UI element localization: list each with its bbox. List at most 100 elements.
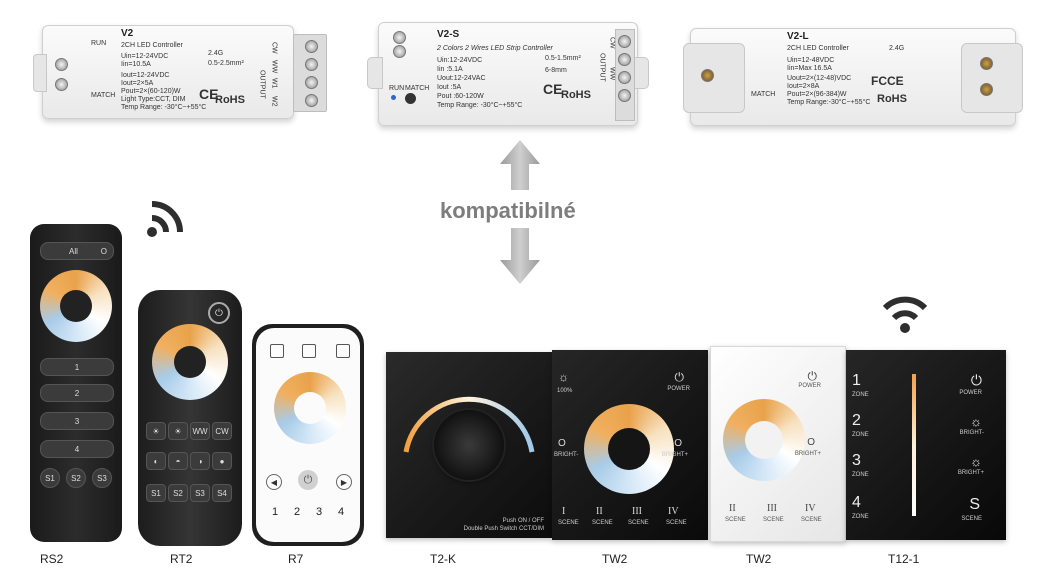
wheel-center [174, 346, 206, 378]
output-label: OUTPUT [598, 53, 606, 82]
screw-icon [55, 78, 68, 91]
color-wheel [274, 372, 346, 444]
double-arrow-icon [500, 140, 540, 284]
screw-icon [618, 35, 631, 48]
power-icon: ⏻ [208, 302, 230, 324]
mounting-ear [961, 43, 1023, 113]
save-icon [302, 344, 316, 358]
zone-number: 4 [852, 494, 861, 511]
screw-icon [305, 76, 318, 89]
footer-text: Push ON / OFF [502, 518, 544, 524]
color-wheel [152, 324, 228, 400]
brightness-icon: ☼ [970, 454, 982, 469]
scene-button-3: S3 [92, 468, 112, 488]
spec-line: Iout :5A [437, 84, 462, 91]
preset-button: ◑ [190, 452, 210, 470]
preset-button: ◓ [168, 452, 188, 470]
panel-tw2-white: ⏻ POWER O BRIGHT+ II III IV SCENE SCENE … [710, 346, 846, 542]
output-label: OUTPUT [258, 70, 266, 99]
screw-icon [980, 57, 993, 70]
brightness-icon: ☀ [174, 426, 182, 436]
zone-label: ZONE [852, 514, 869, 520]
zone-button-4: 4 [40, 440, 114, 458]
scene-label: S1 [151, 488, 161, 498]
scene-button-4: S4 [212, 484, 232, 502]
wheel-center [294, 392, 326, 424]
wifi-icon [147, 201, 183, 237]
rohs-mark: RoHS [215, 94, 245, 106]
brightness-icon: ☀ [152, 426, 160, 436]
zone-button-3: 3 [40, 412, 114, 430]
spec-line: Iout=2×5A [121, 80, 154, 87]
controller-v2: RUN MATCH V2 2CH LED Controller Uin=12-2… [33, 25, 327, 119]
match-button [405, 93, 416, 104]
rotary-knob [434, 410, 504, 480]
controller-subtitle: 2CH LED Controller [787, 45, 849, 52]
spec-line: Uin=12-48VDC [787, 57, 835, 64]
all-button: All O [40, 242, 114, 260]
scene-numeral: III [632, 506, 642, 517]
controller-model: V2-S [437, 29, 460, 40]
cw-button: CW [212, 422, 232, 440]
controller-subtitle: 2 Colors 2 Wires LED Strip Controller [437, 45, 553, 52]
panel-tw2-black: ☼ 100% ⏻ POWER O BRIGHT- O BRIGHT+ I II … [552, 350, 708, 540]
power-icon: O [100, 246, 107, 256]
output-channel: W1 [270, 78, 278, 89]
zone-label: ZONE [852, 472, 869, 478]
zone-label: 4 [74, 444, 80, 454]
screw-icon [618, 89, 631, 102]
wire-spec: 0.5-1.5mm² [545, 55, 581, 62]
bright-plus-label: BRIGHT+ [794, 451, 821, 457]
screw-icon [305, 58, 318, 71]
match-label: MATCH [405, 85, 430, 92]
spec-line: Iin :5.1A [437, 66, 463, 73]
mounting-ear [633, 57, 649, 89]
wire-spec: 0.5-2.5mm² [208, 60, 244, 67]
caption-rt2: RT2 [170, 552, 193, 566]
brightness-icon: ☼ [970, 414, 982, 429]
zone-label: 2 [74, 388, 80, 398]
spec-line: Temp Range: -30°C~+55°C [121, 104, 207, 111]
spec-line: Iout=2×8A [787, 83, 820, 90]
screw-icon [618, 71, 631, 84]
screw-icon [701, 69, 714, 82]
wheel-center [608, 428, 650, 470]
spec-line: Temp Range:-30°C~+55°C [787, 99, 871, 106]
scene-label: S4 [217, 488, 227, 498]
footer-text: Double Push Switch CCT/DIM [463, 526, 544, 532]
output-channel: W2 [270, 96, 278, 107]
scene-button-2: S2 [66, 468, 86, 488]
scene-label: SCENE [558, 520, 579, 526]
rohs-mark: RoHS [877, 93, 907, 105]
r7-face: ◀ ⏻ ▶ 1 2 3 4 [256, 328, 360, 542]
controller-subtitle: 2CH LED Controller [121, 42, 183, 49]
zone-label: 1 [74, 362, 80, 372]
power-label: POWER [959, 390, 982, 396]
scene-letter: S [969, 496, 980, 513]
preset-button: ◐ [146, 452, 166, 470]
scene-label: SCENE [628, 520, 649, 526]
bright-plus-label: BRIGHT+ [957, 470, 984, 476]
match-label: MATCH [91, 92, 116, 99]
screw-icon [305, 40, 318, 53]
screw-icon [305, 94, 318, 107]
zone-number: 1 [852, 372, 861, 389]
spec-line: Uout=2×(12-48)VDC [787, 75, 852, 82]
compat-label: kompatibilné [440, 198, 576, 223]
scene-numeral: IV [805, 503, 816, 514]
controller-model: V2-L [787, 31, 809, 42]
screw-icon [618, 53, 631, 66]
scene-label: SCENE [801, 517, 822, 523]
rohs-mark: RoHS [561, 89, 591, 101]
spec-line: Light Type:CCT, DIM [121, 96, 186, 103]
wifi-icon [882, 296, 928, 333]
bright-minus-label: BRIGHT- [554, 452, 579, 458]
remote-rs2: All O 1 2 3 4 S1 S2 S3 [30, 224, 122, 542]
power-label: POWER [798, 383, 821, 389]
caption-tw2-white: TW2 [746, 552, 772, 566]
zone-label: 3 [74, 416, 80, 426]
screw-icon [393, 45, 406, 58]
spec-line: Pout=2×(96-384)W [787, 91, 847, 98]
power-label: POWER [667, 386, 690, 392]
left-arrow-icon: ◀ [266, 474, 282, 490]
